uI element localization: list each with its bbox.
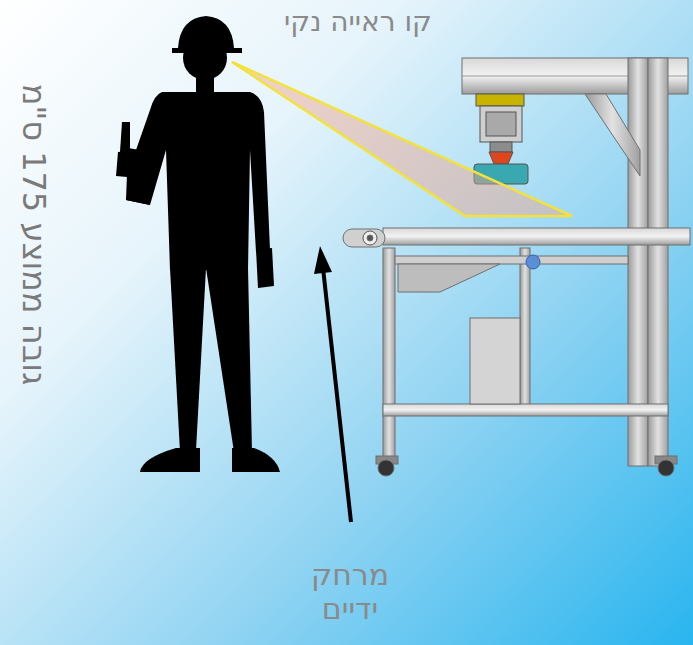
sight-line-label: קו ראייה נקי	[284, 6, 432, 38]
person-silhouette	[116, 16, 280, 472]
reach-label: מרחק ידיים	[291, 558, 409, 627]
height-label: גובה ממוצע 175 ס"מ	[16, 83, 53, 384]
reach-arrow	[314, 246, 351, 522]
spindle-head	[474, 94, 528, 184]
machine-frame	[343, 58, 690, 476]
sight-cone	[232, 62, 572, 216]
